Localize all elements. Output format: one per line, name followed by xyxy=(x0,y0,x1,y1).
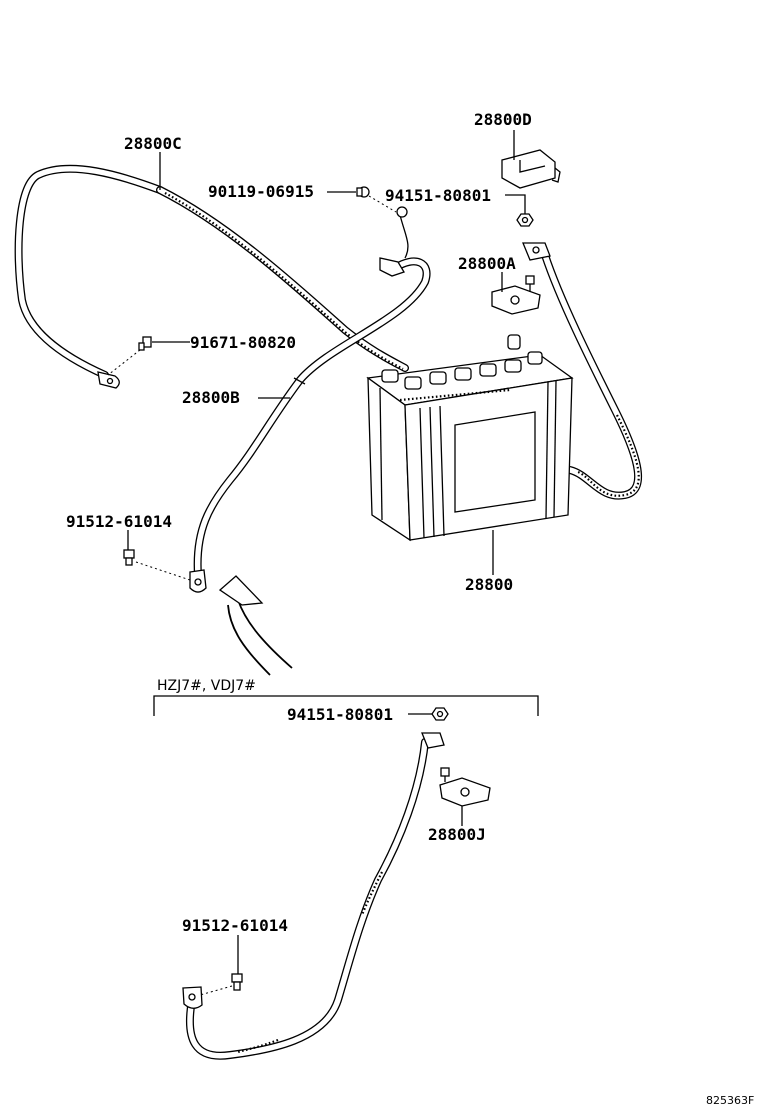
bolt-91671-icon xyxy=(107,336,152,376)
label-28800a: 28800A xyxy=(458,254,516,273)
label-91512-61014-top: 91512-61014 xyxy=(66,512,172,531)
cable-28800c xyxy=(14,164,409,389)
label-90119-06915: 90119-06915 xyxy=(208,182,314,201)
label-94151-80801-top: 94151-80801 xyxy=(385,186,491,205)
label-28800d: 28800D xyxy=(474,110,532,129)
bolt-90119-icon xyxy=(356,186,397,213)
variant-bracket xyxy=(153,695,539,716)
cable-positive xyxy=(522,242,643,500)
battery-caps xyxy=(381,334,543,390)
bolt-91512-top-icon xyxy=(123,549,191,581)
leader-lines xyxy=(127,130,526,974)
variant-arrow-icon xyxy=(218,575,293,676)
battery-28800 xyxy=(366,334,574,542)
label-91671-80820: 91671-80820 xyxy=(190,333,296,352)
label-28800: 28800 xyxy=(465,575,513,594)
cable-28800b xyxy=(189,206,431,593)
nut-94151-top-icon xyxy=(516,213,534,227)
clamp-28800j xyxy=(439,767,491,807)
variant-note: HZJ7#, VDJ7# xyxy=(157,678,256,694)
figure-code: 825363F xyxy=(706,1094,754,1107)
label-91512-61014-bottom: 91512-61014 xyxy=(182,916,288,935)
clamp-28800a xyxy=(491,275,541,315)
cable-variant-lower xyxy=(182,732,445,1060)
cover-28800d xyxy=(501,149,561,189)
label-28800c: 28800C xyxy=(124,134,182,153)
label-28800b: 28800B xyxy=(182,388,240,407)
label-28800j: 28800J xyxy=(428,825,486,844)
label-94151-80801-bottom: 94151-80801 xyxy=(287,705,393,724)
bolt-91512-bottom-icon xyxy=(199,973,243,996)
nut-94151-bottom-icon xyxy=(431,707,449,721)
